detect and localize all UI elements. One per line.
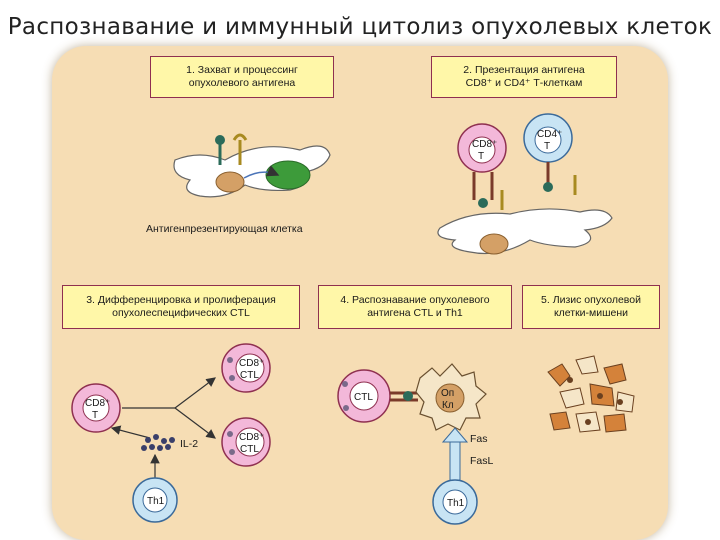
il2-dots [141, 434, 175, 451]
cd8t-label-b: T [478, 151, 484, 162]
step-3-line1: 3. Дифференцировка и пролиферация [86, 294, 276, 306]
cd8ctl-bottom-label-b: CTL [240, 444, 259, 455]
th1-cell-step3: Th1 [132, 477, 178, 523]
step-3-caption: 3. Дифференцировка и пролиферация опухол… [62, 285, 300, 329]
apc-cell-step2 [437, 208, 613, 255]
step-1-caption: 1. Захват и процессинг опухолевого антиг… [150, 56, 334, 98]
cd4t-label-a: CD4⁺ [537, 129, 562, 140]
ctl-cell-step4: CTL [337, 369, 391, 423]
ctl-label: CTL [354, 392, 373, 403]
lysed-tumor-fragments [547, 355, 635, 433]
th1-cell-step4: Th1 [432, 479, 478, 525]
step-4-line2: антигена CTL и Th1 [367, 307, 463, 319]
step-2-line2: CD8⁺ и CD4⁺ Т-клеткам [465, 77, 583, 89]
cd8t3-label-b: T [92, 410, 98, 421]
il2-label: IL-2 [180, 438, 198, 450]
cd4t-label-b: T [544, 141, 550, 152]
step-4-line1: 4. Распознавание опухолевого [340, 294, 490, 306]
cd8ctl-bottom-label-a: CD8⁺ [239, 432, 264, 443]
step-5-line1: 5. Лизис опухолевой [541, 294, 641, 306]
fas-fasl-arrow [441, 427, 469, 481]
fasl-label: FasL [470, 455, 494, 467]
step-5-line2: клетки-мишени [553, 307, 629, 319]
page-title: Распознавание и иммунный цитолиз опухоле… [7, 14, 713, 40]
cd8-ctl-cell-top: CD8⁺ CTL [221, 343, 271, 393]
cd8-t-cell-step2: CD8⁺ T [457, 123, 507, 173]
tumor-label-a: Оп [441, 388, 454, 399]
th1-step3-label: Th1 [147, 496, 165, 507]
step-1-line2: опухолевого антигена [188, 77, 296, 89]
cd4-t-cell-step2: CD4⁺ T [523, 113, 573, 163]
step-3-line2: опухолеспецифических CTL [112, 307, 250, 319]
step-1-line1: 1. Захват и процессинг [186, 64, 298, 76]
tumor-cell-step4: Оп Кл [415, 363, 487, 431]
th1-step4-label: Th1 [447, 498, 465, 509]
cd8t-label-a: CD8⁺ [472, 139, 497, 150]
cd8ctl-top-label-a: CD8⁺ [239, 358, 264, 369]
cd8ctl-top-label-b: CTL [240, 370, 259, 381]
synapse-receptor-icon [390, 391, 418, 402]
mhc-receptor-icon [215, 133, 248, 165]
apc-label: Антигенпрезентирующая клетка [146, 223, 303, 235]
receptor-links-step2 [472, 162, 577, 210]
cd8-ctl-cell-bottom: CD8⁺ CTL [221, 417, 271, 467]
cd8t3-label-a: CD8⁺ [85, 398, 110, 409]
step-2-line1: 2. Презентация антигена [463, 64, 585, 76]
apc-cell-step1 [173, 145, 331, 198]
tumor-label-b: Кл [442, 400, 454, 411]
step-5-caption: 5. Лизис опухолевой клетки-мишени [522, 285, 660, 329]
fas-label: Fas [470, 433, 488, 445]
cd8-t-cell-step3: CD8⁺ T [71, 383, 121, 433]
step-4-caption: 4. Распознавание опухолевого антигена CT… [318, 285, 512, 329]
arrows-step3 [110, 377, 216, 480]
step-2-caption: 2. Презентация антигена CD8⁺ и CD4⁺ Т-кл… [431, 56, 617, 98]
